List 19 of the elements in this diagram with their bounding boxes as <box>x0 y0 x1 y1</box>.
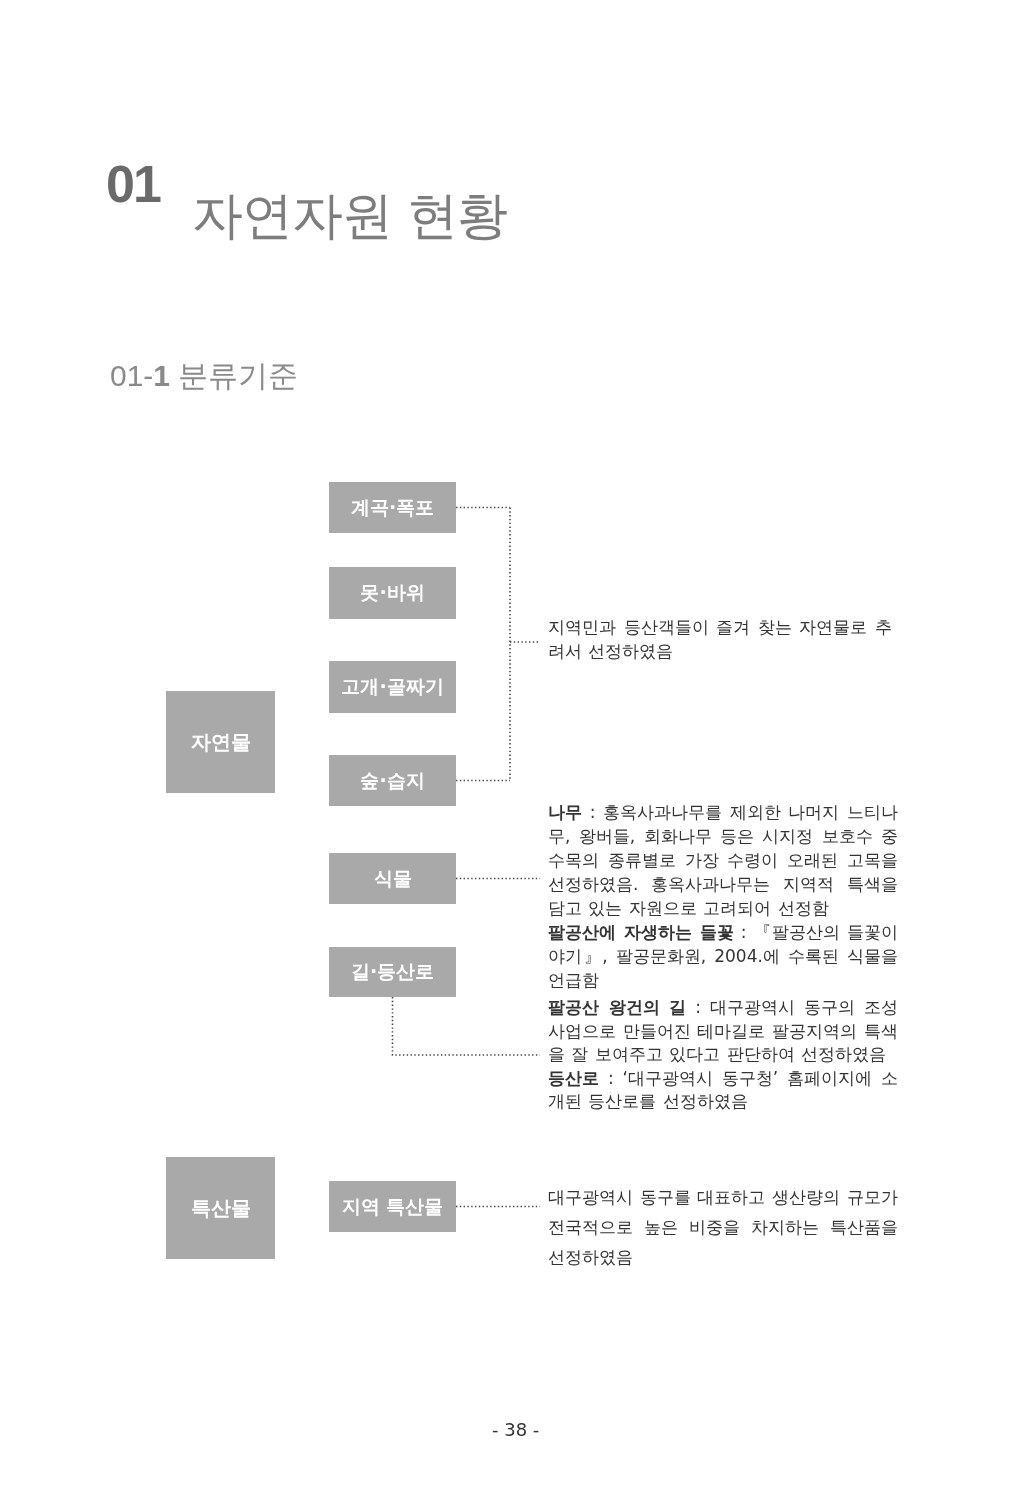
description-text: 팔공산에 자생하는 들꽃 : 『팔공산의 들꽃이야기』, 팔공문화원, 2004.에 수록된 식물을 언급함 <box>548 921 898 992</box>
description-text: 팔공산 왕건의 길 : 대구광역시 동구의 조성사업으로 만들어진 테마길로 팔공지역의 특색을 잘 보여주고 있다고 판단하여 선정하였음 <box>548 996 898 1066</box>
description-text: 지역민과 등산객들이 즐겨 찾는 자연물로 추려서 선정하였음 <box>548 616 892 663</box>
description-text: 등산로 : ‘대구광역시 동구청’ 홈페이지에 소개된 등산로를 선정하였음 <box>548 1066 898 1113</box>
subcategory-box: 지역 특산물 <box>329 1181 456 1232</box>
subcategory-box: 길·등산로 <box>329 947 456 997</box>
category-box: 특산물 <box>166 1157 275 1259</box>
section-title: 자연자원 현황 <box>192 190 508 241</box>
subcategory-box: 숲·습지 <box>329 755 456 806</box>
description-text: 대구광역시 동구를 대표하고 생산량의 규모가 전국적으로 높은 비중을 차지하는 특산품을 선정하였음 <box>548 1186 898 1269</box>
subcategory-box: 못·바위 <box>329 567 456 619</box>
category-box: 자연물 <box>166 691 275 793</box>
subcategory-box: 계곡·폭포 <box>329 482 456 533</box>
description-text: 나무 : 홍옥사과나무를 제외한 나머지 느티나무, 왕버들, 회화나무 등은 시지정 보호수 중 수목의 종류별로 가장 수령이 오래된 고목을 선정하였음. 홍옥사과나무는 지역적 특색을 담고 있는 자원으로 고려되어 선정함 <box>548 801 898 920</box>
page-number: - 38 - <box>492 1421 540 1439</box>
subcategory-box: 고개·골짜기 <box>329 661 456 713</box>
section-number: 01 <box>106 158 160 210</box>
subsection-heading: 01-1 분류기준 <box>110 361 299 391</box>
subcategory-box: 식물 <box>329 853 456 904</box>
